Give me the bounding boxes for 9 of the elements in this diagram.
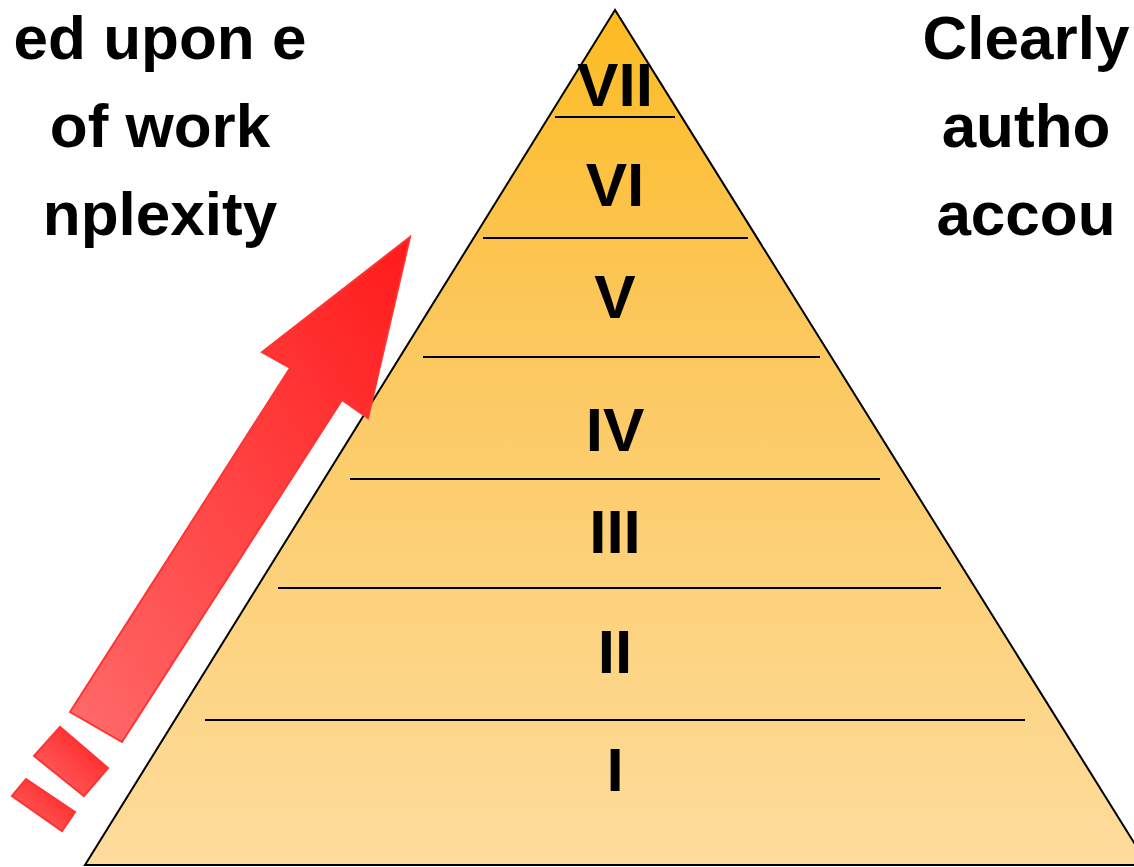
level-numeral: V — [594, 261, 636, 333]
level-numeral: VII — [577, 49, 653, 121]
level-numeral: VI — [585, 149, 645, 221]
level-numeral: I — [606, 734, 624, 806]
level-numeral: IV — [585, 394, 645, 466]
level-numeral: III — [589, 496, 641, 568]
side-heading: Clearly autho accou — [921, 2, 1131, 250]
level-numeral: II — [597, 616, 633, 688]
side-heading: ed upon e of work nplexity — [12, 2, 308, 250]
